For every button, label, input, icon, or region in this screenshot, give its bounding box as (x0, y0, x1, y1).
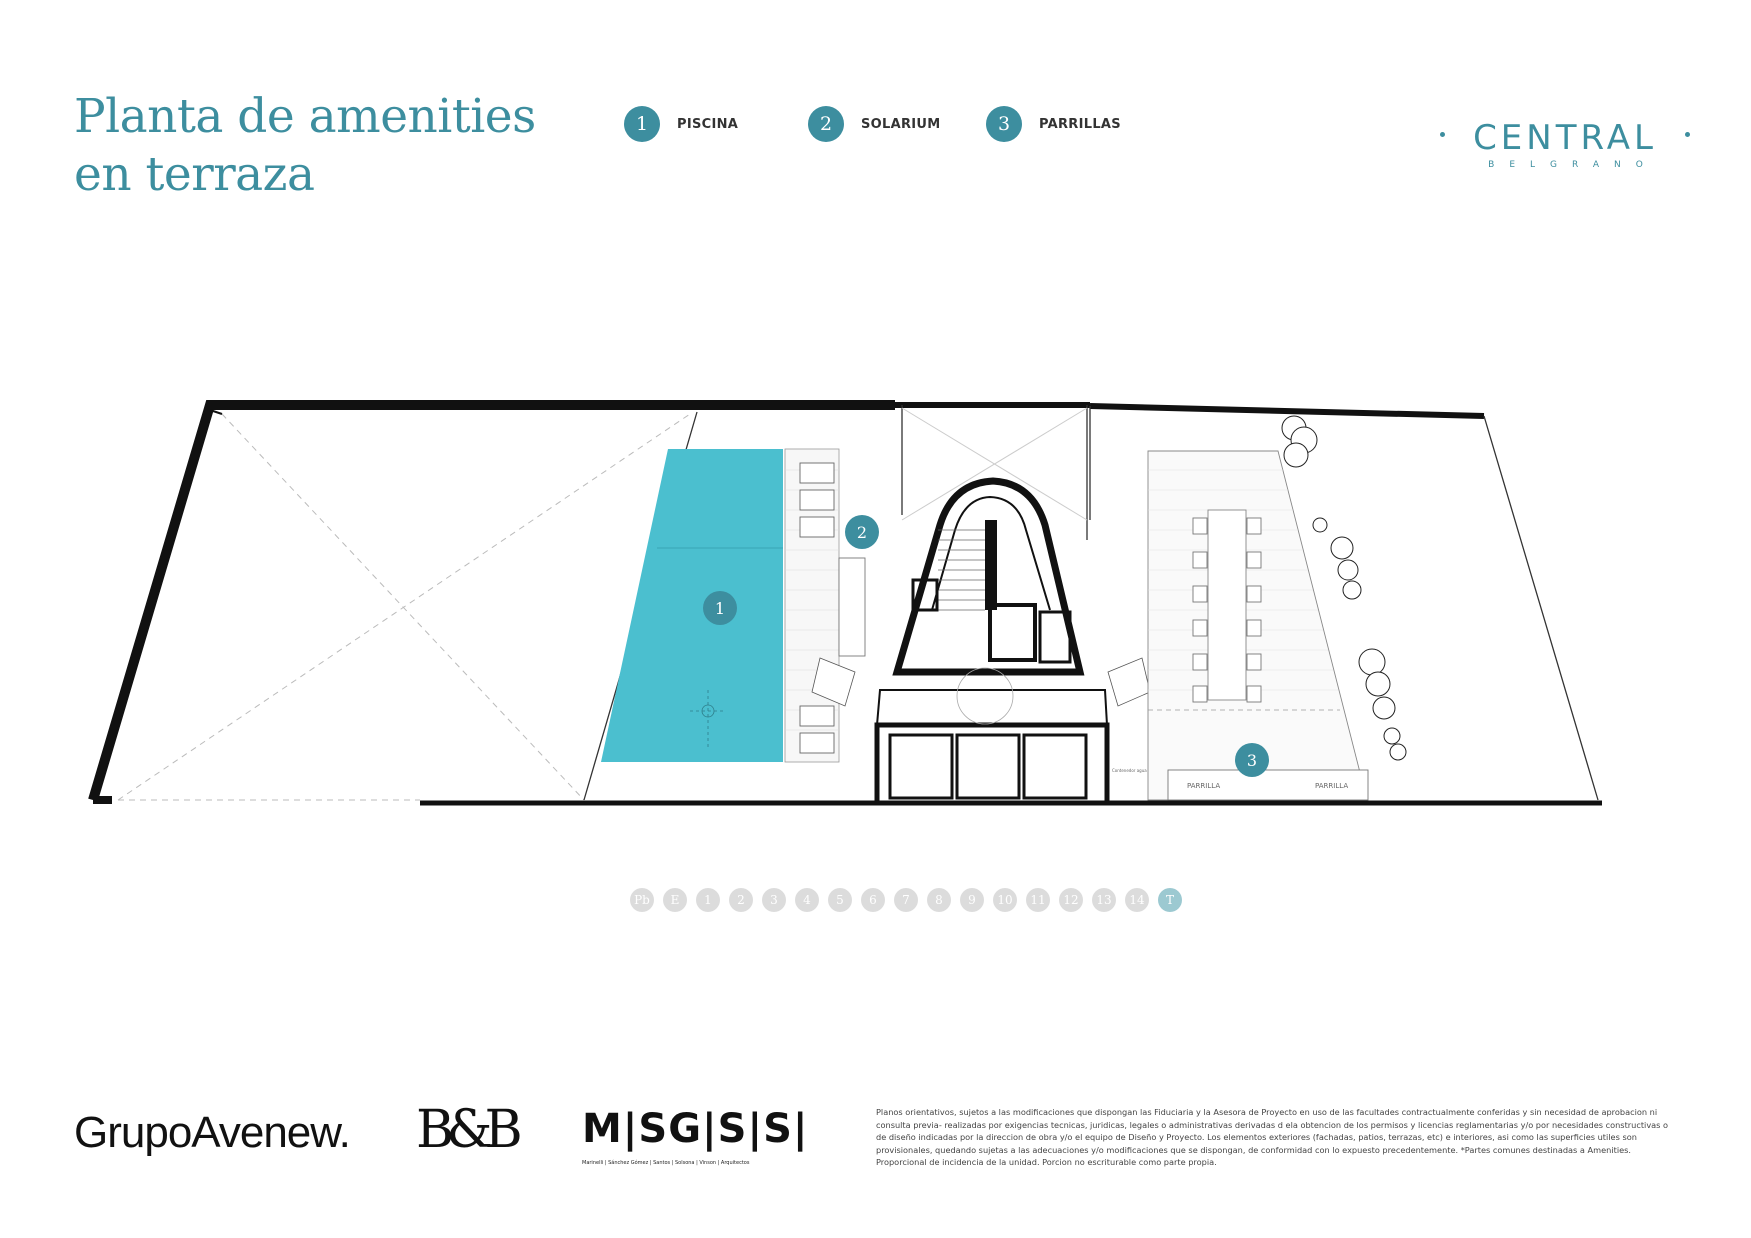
brand-dot-right (1685, 132, 1690, 137)
page-title-line2: en terraza (74, 147, 315, 202)
plan-marker-pool-number: 1 (715, 599, 725, 618)
pool-water (601, 449, 783, 762)
page-title: Planta de amenities en terraza (74, 88, 536, 204)
brand-dot-left (1440, 132, 1445, 137)
floor-button-8[interactable]: 8 (927, 888, 951, 912)
plan-marker-solarium-number: 2 (857, 523, 867, 542)
plan-marker-solarium: 2 (845, 515, 879, 549)
grill-deck (1147, 450, 1369, 801)
floor-button-13[interactable]: 13 (1092, 888, 1116, 912)
central-belgrano-logo: CENTRAL BELGRANO (1440, 118, 1690, 170)
plan-label-grill-right: PARRILLA (1315, 782, 1348, 790)
pool-drain-icon (690, 690, 726, 750)
floor-button-2[interactable]: 2 (729, 888, 753, 912)
floor-button-11[interactable]: 11 (1026, 888, 1050, 912)
void-area (901, 407, 1088, 521)
legend-number-badge: 1 (624, 106, 660, 142)
msgss-logo: M|SG|S|S| Marinelli | Sánchez Gómez | Sa… (582, 1106, 809, 1166)
plan-label-hydrant: Contenedor agua (1112, 768, 1147, 773)
floor-button-6[interactable]: 6 (861, 888, 885, 912)
floor-button-5[interactable]: 5 (828, 888, 852, 912)
plan-marker-grills-number: 3 (1247, 751, 1257, 770)
legend-number-badge: 2 (808, 106, 844, 142)
msgss-logo-mark: M|SG|S|S| (582, 1106, 809, 1152)
legend-item-solarium: 2 SOLARIUM (808, 106, 941, 142)
plan-marker-grills: 3 (1235, 743, 1269, 777)
legend-label: PISCINA (677, 116, 739, 132)
legend-label: PARRILLAS (1039, 116, 1121, 132)
floor-button-e[interactable]: E (663, 888, 687, 912)
floor-button-pb[interactable]: Pb (630, 888, 654, 912)
floor-button-7[interactable]: 7 (894, 888, 918, 912)
bb-logo: B&B (416, 1100, 523, 1160)
floor-navigation: Pb E 1 2 3 4 5 6 7 8 9 10 11 12 13 14 T (630, 888, 1182, 912)
brand-subtitle: BELGRANO (1488, 160, 1658, 170)
grupo-avenew-logo: GrupoAvenew. (74, 1108, 351, 1157)
floor-button-12[interactable]: 12 (1059, 888, 1083, 912)
msgss-logo-subtitle: Marinelli | Sánchez Gómez | Santos | Sol… (582, 1160, 750, 1166)
floor-button-10[interactable]: 10 (993, 888, 1017, 912)
floor-button-3[interactable]: 3 (762, 888, 786, 912)
legend-item-parrillas: 3 PARRILLAS (986, 106, 1121, 142)
legend-item-piscina: 1 PISCINA (624, 106, 738, 142)
floor-button-1[interactable]: 1 (696, 888, 720, 912)
legal-disclaimer: Planos orientativos, sujetos a las modif… (876, 1107, 1669, 1167)
floor-button-t-active[interactable]: T (1158, 888, 1182, 912)
floor-button-14[interactable]: 14 (1125, 888, 1149, 912)
planter-vegetation (1281, 415, 1407, 761)
plan-label-grill-left: PARRILLA (1187, 782, 1220, 790)
legend-label: SOLARIUM (861, 116, 941, 132)
stair-core (811, 477, 1151, 806)
solarium-deck (784, 448, 866, 763)
legend-number-badge: 3 (986, 106, 1022, 142)
floor-button-4[interactable]: 4 (795, 888, 819, 912)
plan-marker-pool: 1 (703, 591, 737, 625)
floor-button-9[interactable]: 9 (960, 888, 984, 912)
brand-name: CENTRAL (1473, 118, 1657, 158)
page-title-line1: Planta de amenities (74, 89, 536, 144)
open-area-diagonals (117, 413, 691, 801)
